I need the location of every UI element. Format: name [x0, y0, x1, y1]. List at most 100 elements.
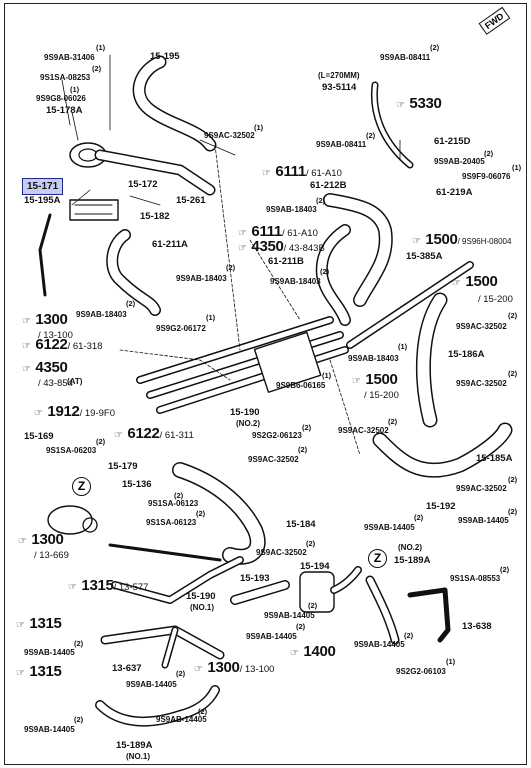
ref-callout[interactable]: ☞ 4350 — [22, 360, 68, 376]
qty-label: (2) — [298, 445, 308, 454]
part-label: 15-261 — [176, 195, 206, 206]
qty-label: (1) — [322, 371, 332, 380]
ref-callout[interactable]: ☞ 6122/ 61-318 — [22, 337, 102, 353]
qty-label: (2) — [508, 369, 518, 378]
part-label: 9S9AB-18403 — [176, 274, 227, 283]
part-label: 15-189A — [116, 740, 153, 751]
ref-callout-sub: / 15-200 — [364, 386, 399, 402]
part-label: 15-194 — [300, 561, 330, 572]
ref-number: 1500 — [465, 273, 498, 290]
qty-label: (2) — [484, 149, 494, 158]
ref-callout[interactable]: ☞ 1500 — [452, 274, 498, 290]
part-label: 9S2G2-06103 — [396, 667, 446, 676]
qty-label: (2) — [308, 601, 318, 610]
qty-label: (2) — [320, 267, 330, 276]
qty-label: (2) — [404, 631, 414, 640]
part-label: 9S1SA-08553 — [450, 574, 501, 583]
ref-callout-sub: / 13-669 — [34, 546, 69, 562]
ref-number: 1315 — [81, 577, 114, 594]
ref-sub: / 43-854 — [38, 378, 73, 389]
part-label: 15-172 — [128, 179, 158, 190]
ref-number: 6111 — [275, 163, 306, 180]
qty-label: (2) — [500, 565, 510, 574]
ref-number: 1315 — [29, 615, 62, 632]
qty-label: (1) — [446, 657, 456, 666]
part-label: 9S9AB-14405 — [458, 516, 509, 525]
ref-sub: / 13-669 — [34, 550, 69, 561]
part-label: 9S9AC-32502 — [456, 484, 507, 493]
part-label: 61-211B — [268, 256, 304, 267]
ref-callout[interactable]: ☞ 1500 — [352, 372, 398, 388]
ref-callout[interactable]: ☞ 4350/ 43-843B — [238, 239, 325, 255]
part-label: 9S9AB-08411 — [380, 53, 431, 62]
ref-callout[interactable]: ☞ 5330 — [396, 96, 442, 112]
part-label: 9S9AB-31406 — [44, 53, 95, 62]
part-label: 9S9AC-32502 — [204, 131, 255, 140]
ref-callout[interactable]: ☞ 1400 — [290, 644, 336, 660]
ref-callout[interactable]: ☞ 6111/ 61-A10 — [238, 224, 318, 240]
ref-sub: / 13-100 — [239, 664, 275, 675]
ref-sub: / 13-100 — [38, 330, 73, 341]
ref-callout[interactable]: ☞ 1315 — [16, 616, 62, 632]
ref-arrow-icon: ☞ — [114, 430, 123, 441]
ref-number: 4350 — [35, 359, 68, 376]
ref-callout[interactable]: ☞ 6122/ 61-311 — [114, 426, 194, 442]
qty-label: (2) — [414, 513, 424, 522]
ref-callout[interactable]: ☞ 1315/ 13-577 — [68, 578, 148, 594]
ref-number: 1400 — [303, 643, 336, 660]
part-label: 15-136 — [122, 479, 152, 490]
ref-number: 4350 — [251, 238, 284, 255]
ref-callout[interactable]: ☞ 1912/ 19-9F0 — [34, 404, 115, 420]
ref-callout[interactable]: ☞ 1500/ 9S96H-08004 — [412, 232, 511, 248]
ref-number: 6122 — [127, 425, 160, 442]
qty-label: (2) — [366, 131, 376, 140]
qty-label: (2) — [174, 491, 184, 500]
part-label: 15-189A — [394, 555, 431, 566]
qty-label: (2) — [198, 707, 208, 716]
qty-label: (2) — [388, 417, 398, 426]
ref-arrow-icon: ☞ — [34, 408, 43, 419]
ref-number: 5330 — [409, 95, 442, 112]
ref-number: 6122 — [35, 336, 68, 353]
ref-callout[interactable]: ☞ 1300 — [18, 532, 64, 548]
part-label: 15-195A — [24, 195, 61, 206]
highlighted-part-15-171[interactable]: 15-171 — [22, 178, 64, 195]
part-label: 9S9AB-18403 — [266, 205, 317, 214]
ref-arrow-icon: ☞ — [22, 364, 31, 375]
qty-label: (2) — [508, 475, 518, 484]
ref-arrow-icon: ☞ — [396, 100, 405, 111]
ref-callout[interactable]: ☞ 1315 — [16, 664, 62, 680]
ref-arrow-icon: ☞ — [352, 376, 361, 387]
part-label: 61-212B — [310, 180, 347, 191]
ref-arrow-icon: ☞ — [22, 341, 31, 352]
part-label: 15-184 — [286, 519, 316, 530]
qty-label: (2) — [296, 622, 306, 631]
ref-callout[interactable]: ☞ 6111/ 61-A10 — [262, 164, 342, 180]
ref-number: 1300 — [35, 311, 68, 328]
part-label: 9S1SA-06123 — [146, 518, 197, 527]
ref-arrow-icon: ☞ — [290, 648, 299, 659]
qty-label: (2) — [430, 43, 440, 52]
part-label: 15-185A — [476, 453, 513, 464]
ref-sub: / 61-318 — [67, 341, 103, 352]
qty-label: (2) — [74, 715, 84, 724]
part-label: 9S9AB-14405 — [24, 725, 75, 734]
part-label: 15-195 — [150, 51, 180, 62]
part-label: (L=270MM) — [318, 71, 360, 80]
part-label: 9S9AB-18403 — [76, 310, 127, 319]
ref-callout[interactable]: ☞ 1300 — [22, 312, 68, 328]
qty-label: (2) — [316, 196, 326, 205]
ref-sub: / 15-200 — [364, 390, 399, 401]
part-label: 9S9AC-32502 — [456, 322, 507, 331]
ref-callout-sub: / 43-854 — [38, 374, 73, 390]
ref-callout[interactable]: ☞ 1300/ 13-100 — [194, 660, 274, 676]
part-label: 9S9AB-14405 — [264, 611, 315, 620]
part-label: 9S2G2-06123 — [252, 431, 302, 440]
qty-label: (2) — [226, 263, 236, 272]
part-label: 9S9AC-32502 — [248, 455, 299, 464]
qty-label: (1) — [206, 313, 216, 322]
ref-sub: / 61-A10 — [305, 168, 342, 179]
part-label: 9S9AB-14405 — [364, 523, 415, 532]
part-label: 61-215D — [434, 136, 471, 147]
